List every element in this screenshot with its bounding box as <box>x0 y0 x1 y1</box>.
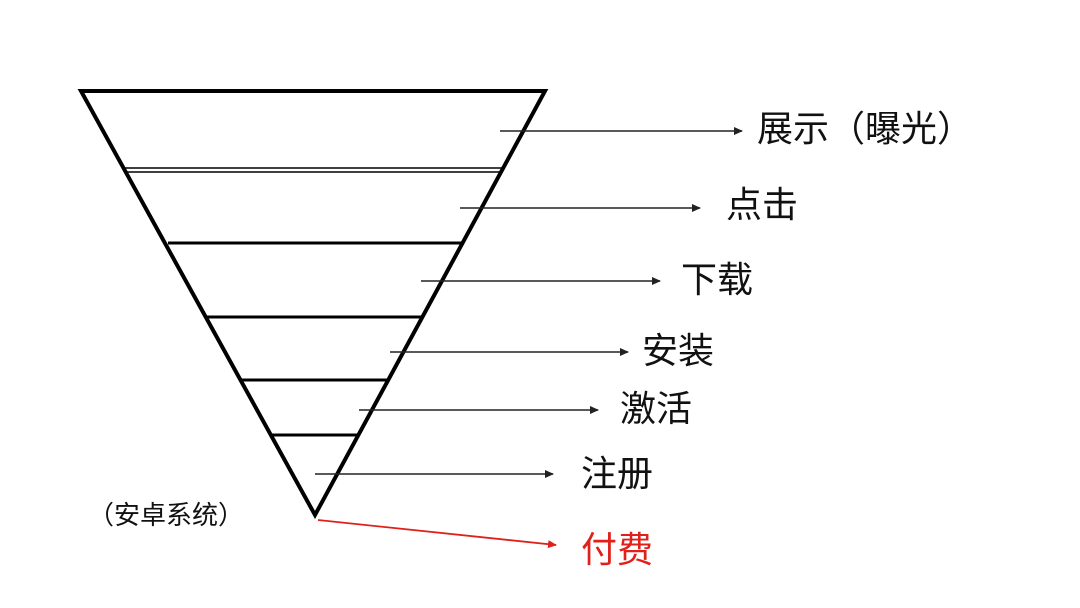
stage-label-register: 注册 <box>581 454 654 495</box>
funnel-dividers <box>125 167 502 437</box>
stage-label-activate: 激活 <box>620 389 693 430</box>
stage-arrows <box>315 127 743 478</box>
stage-label-click: 点击 <box>726 185 799 226</box>
arrow-pay <box>317 519 557 549</box>
funnel-outline <box>77 89 549 520</box>
stage-label-exposure: 展示（曝光） <box>757 109 974 150</box>
platform-note: （安卓系统） <box>88 501 245 531</box>
stage-label-install: 安装 <box>642 331 715 372</box>
stage-label-pay: 付费 <box>581 530 654 571</box>
stage-label-download: 下载 <box>681 260 754 301</box>
